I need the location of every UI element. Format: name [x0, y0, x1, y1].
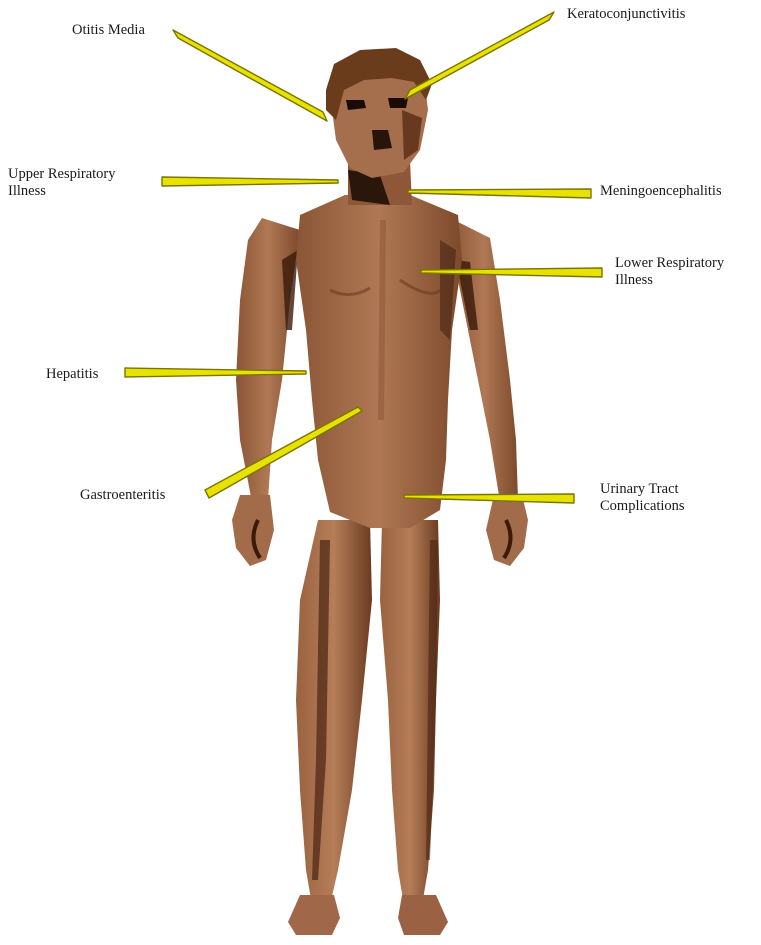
keratoconjunctivitis-label: Keratoconjunctivitis	[567, 6, 685, 23]
upper-respiratory-line1: Upper Respiratory	[8, 166, 116, 183]
otitis-media-label: Otitis Media	[72, 22, 145, 39]
urinary-tract-line2: Complications	[600, 498, 685, 515]
urinary-tract-line1: Urinary Tract	[600, 481, 685, 498]
hepatitis-label: Hepatitis	[46, 366, 98, 383]
left-leg	[296, 520, 372, 905]
upper-respiratory-arrow	[162, 177, 338, 186]
urinary-tract-label: Urinary Tract Complications	[600, 481, 685, 515]
upper-respiratory-line2: Illness	[8, 183, 116, 200]
left-foot	[288, 895, 340, 935]
meningoencephalitis-arrow	[408, 189, 591, 198]
otitis-media-text: Otitis Media	[72, 22, 145, 39]
keratoconjunctivitis-arrow	[405, 12, 554, 99]
upper-respiratory-label: Upper Respiratory Illness	[8, 166, 116, 200]
meningoencephalitis-text: Meningoencephalitis	[600, 183, 722, 200]
right-foot	[398, 895, 448, 935]
lower-respiratory-line1: Lower Respiratory	[615, 255, 724, 272]
otitis-media-arrow	[173, 30, 327, 121]
lower-respiratory-line2: Illness	[615, 272, 724, 289]
keratoconjunctivitis-text: Keratoconjunctivitis	[567, 6, 685, 23]
lower-respiratory-label: Lower Respiratory Illness	[615, 255, 724, 289]
hepatitis-text: Hepatitis	[46, 366, 98, 383]
meningoencephalitis-label: Meningoencephalitis	[600, 183, 722, 200]
gastroenteritis-label: Gastroenteritis	[80, 487, 165, 504]
gastroenteritis-text: Gastroenteritis	[80, 487, 165, 504]
